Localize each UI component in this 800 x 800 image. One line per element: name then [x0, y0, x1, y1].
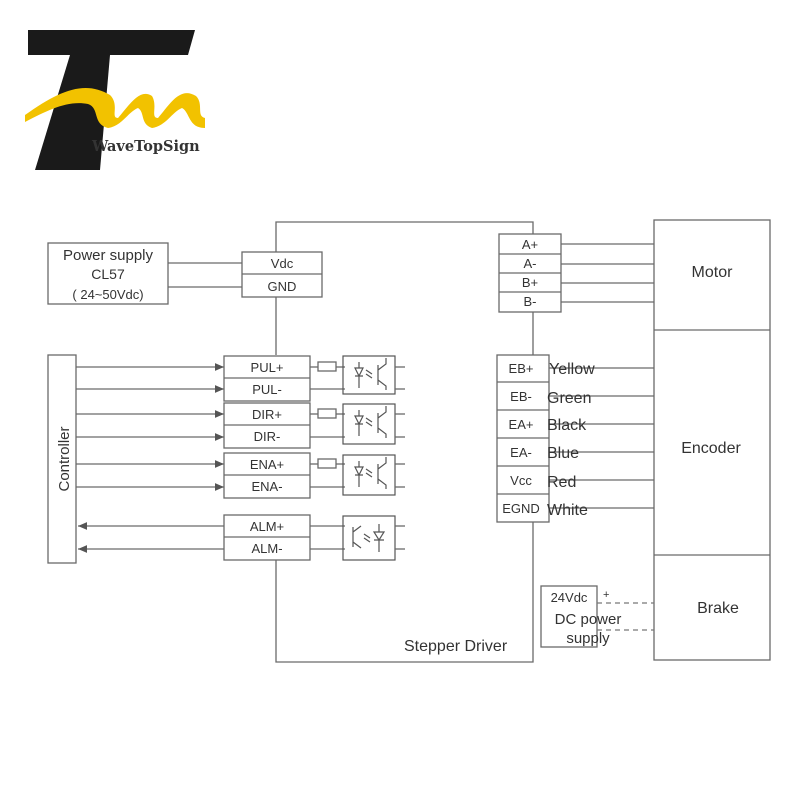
- terminal-ea-minus: EA-: [510, 445, 532, 460]
- power-supply-range: ( 24~50Vdc): [72, 287, 143, 302]
- terminal-ena-plus: ENA+: [250, 457, 284, 472]
- logo-t-bar: [28, 30, 195, 55]
- controller-box: [47, 354, 77, 564]
- logo-text: WaveTopSign: [91, 138, 200, 155]
- terminal-a-minus: A-: [524, 256, 537, 271]
- power-supply-model: CL57: [91, 266, 125, 282]
- terminal-gnd: GND: [268, 279, 297, 294]
- terminal-alm-minus: ALM-: [251, 541, 282, 556]
- brake-label: Brake: [697, 600, 739, 617]
- controller-label: Controller: [56, 426, 73, 491]
- terminal-vdc: Vdc: [271, 256, 294, 271]
- wire-color-white: White: [547, 502, 588, 519]
- terminal-eb-minus: EB-: [510, 389, 532, 404]
- wire-color-black: Black: [547, 417, 587, 434]
- motor-label: Motor: [692, 264, 734, 281]
- driver-label: Stepper Driver: [404, 638, 508, 655]
- motor-assembly: [653, 219, 771, 661]
- brake-power-supply-box: [540, 585, 598, 648]
- power-supply-title: Power supply: [63, 247, 154, 264]
- optocoupler-ena: [310, 454, 405, 496]
- terminal-ea-plus: EA+: [509, 417, 534, 432]
- optocoupler-alm: [310, 515, 405, 561]
- terminal-vcc: Vcc: [510, 473, 532, 488]
- brake-supply-plus: +: [603, 589, 609, 601]
- terminal-b-minus: B-: [524, 294, 537, 309]
- terminal-pul-plus: PUL+: [251, 360, 284, 375]
- terminal-eb-plus: EB+: [509, 361, 534, 376]
- signal-wires: [76, 363, 224, 553]
- wire-color-yellow: Yellow: [549, 361, 595, 378]
- optocoupler-dir: [310, 403, 405, 445]
- wire-color-blue: Blue: [547, 445, 579, 462]
- brake-supply-line2: supply: [566, 630, 610, 647]
- logo-wave: [25, 87, 205, 128]
- optocoupler-pul: [310, 355, 405, 395]
- power-supply-box: [47, 242, 169, 305]
- logo-t-stem: [35, 55, 110, 170]
- terminal-egnd: EGND: [502, 501, 540, 516]
- terminal-alm-plus: ALM+: [250, 519, 284, 534]
- brand-logo: WaveTopSign: [25, 30, 205, 170]
- encoder-label: Encoder: [681, 440, 741, 457]
- terminal-pul-minus: PUL-: [252, 382, 282, 397]
- wire-color-red: Red: [547, 474, 576, 491]
- wire-color-green: Green: [547, 390, 591, 407]
- brake-supply-line1: DC power: [555, 611, 622, 628]
- terminal-ena-minus: ENA-: [251, 479, 282, 494]
- terminal-dir-minus: DIR-: [254, 429, 281, 444]
- terminal-b-plus: B+: [522, 275, 538, 290]
- terminal-dir-plus: DIR+: [252, 407, 282, 422]
- terminal-a-plus: A+: [522, 237, 538, 252]
- driver-outline: [275, 221, 534, 663]
- brake-supply-voltage: 24Vdc: [551, 590, 588, 605]
- motor-wires: [561, 243, 654, 303]
- encoder-wires: [549, 367, 654, 509]
